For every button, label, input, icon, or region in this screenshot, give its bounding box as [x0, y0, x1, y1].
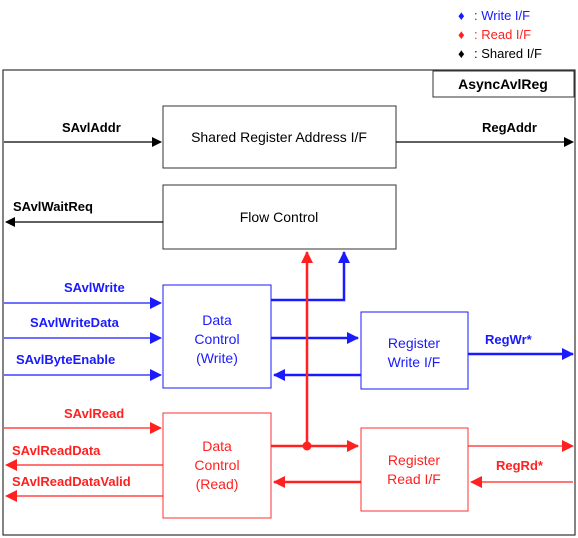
- legend-shared-marker: ♦: [458, 46, 465, 61]
- legend-shared-label: : Shared I/F: [474, 46, 542, 61]
- savlwrite-label: SAvlWrite: [64, 280, 125, 295]
- data-control-write-line3: (Write): [196, 350, 238, 366]
- legend-read-marker: ♦: [458, 27, 465, 42]
- savlreaddata-label: SAvlReadData: [12, 443, 101, 458]
- regrd-label: RegRd*: [496, 458, 544, 473]
- write-to-flow-control-arrow: [271, 251, 350, 302]
- flow-control-block: [162, 184, 397, 250]
- shared-register-address-label: Shared Register Address I/F: [191, 129, 367, 145]
- data-control-write-line2: Control: [194, 331, 239, 347]
- shared-register-address-block: [162, 105, 397, 169]
- register-read-if-line2: Read I/F: [387, 471, 441, 487]
- register-write-if-line2: Write I/F: [388, 354, 441, 370]
- savlwaitreq-label: SAvlWaitReq: [13, 199, 93, 214]
- savlread-label: SAvlRead: [64, 406, 124, 421]
- data-control-read-block: [162, 412, 272, 519]
- register-write-if-line1: Register: [388, 335, 440, 351]
- module-title: AsyncAvlReg: [458, 76, 548, 92]
- module-title-box: [432, 70, 575, 98]
- legend-read-label: : Read I/F: [474, 27, 531, 42]
- data-control-read-line2: Control: [194, 457, 239, 473]
- data-control-write-line1: Data: [202, 312, 232, 328]
- register-write-if-block: [360, 311, 469, 390]
- module-outline: [2, 69, 576, 536]
- savlwritedata-label: SAvlWriteData: [30, 315, 120, 330]
- register-read-if-line1: Register: [388, 452, 440, 468]
- legend: ♦ : Write I/F ♦ : Read I/F ♦ : Shared I/…: [458, 8, 542, 61]
- regwr-label: RegWr*: [485, 332, 533, 347]
- regaddr-label: RegAddr: [482, 120, 537, 135]
- savlbyteenable-label: SAvlByteEnable: [16, 352, 115, 367]
- data-control-read-line3: (Read): [196, 476, 239, 492]
- data-control-write-block: [162, 284, 272, 389]
- legend-write-label: : Write I/F: [474, 8, 530, 23]
- legend-write-marker: ♦: [458, 8, 465, 23]
- savlreaddatavalid-label: SAvlReadDataValid: [12, 474, 131, 489]
- flow-control-label: Flow Control: [240, 209, 319, 225]
- data-control-read-line1: Data: [202, 438, 232, 454]
- savladdr-label: SAvlAddr: [62, 120, 121, 135]
- read-junction-dot: [302, 441, 312, 451]
- register-read-if-block: [360, 427, 469, 512]
